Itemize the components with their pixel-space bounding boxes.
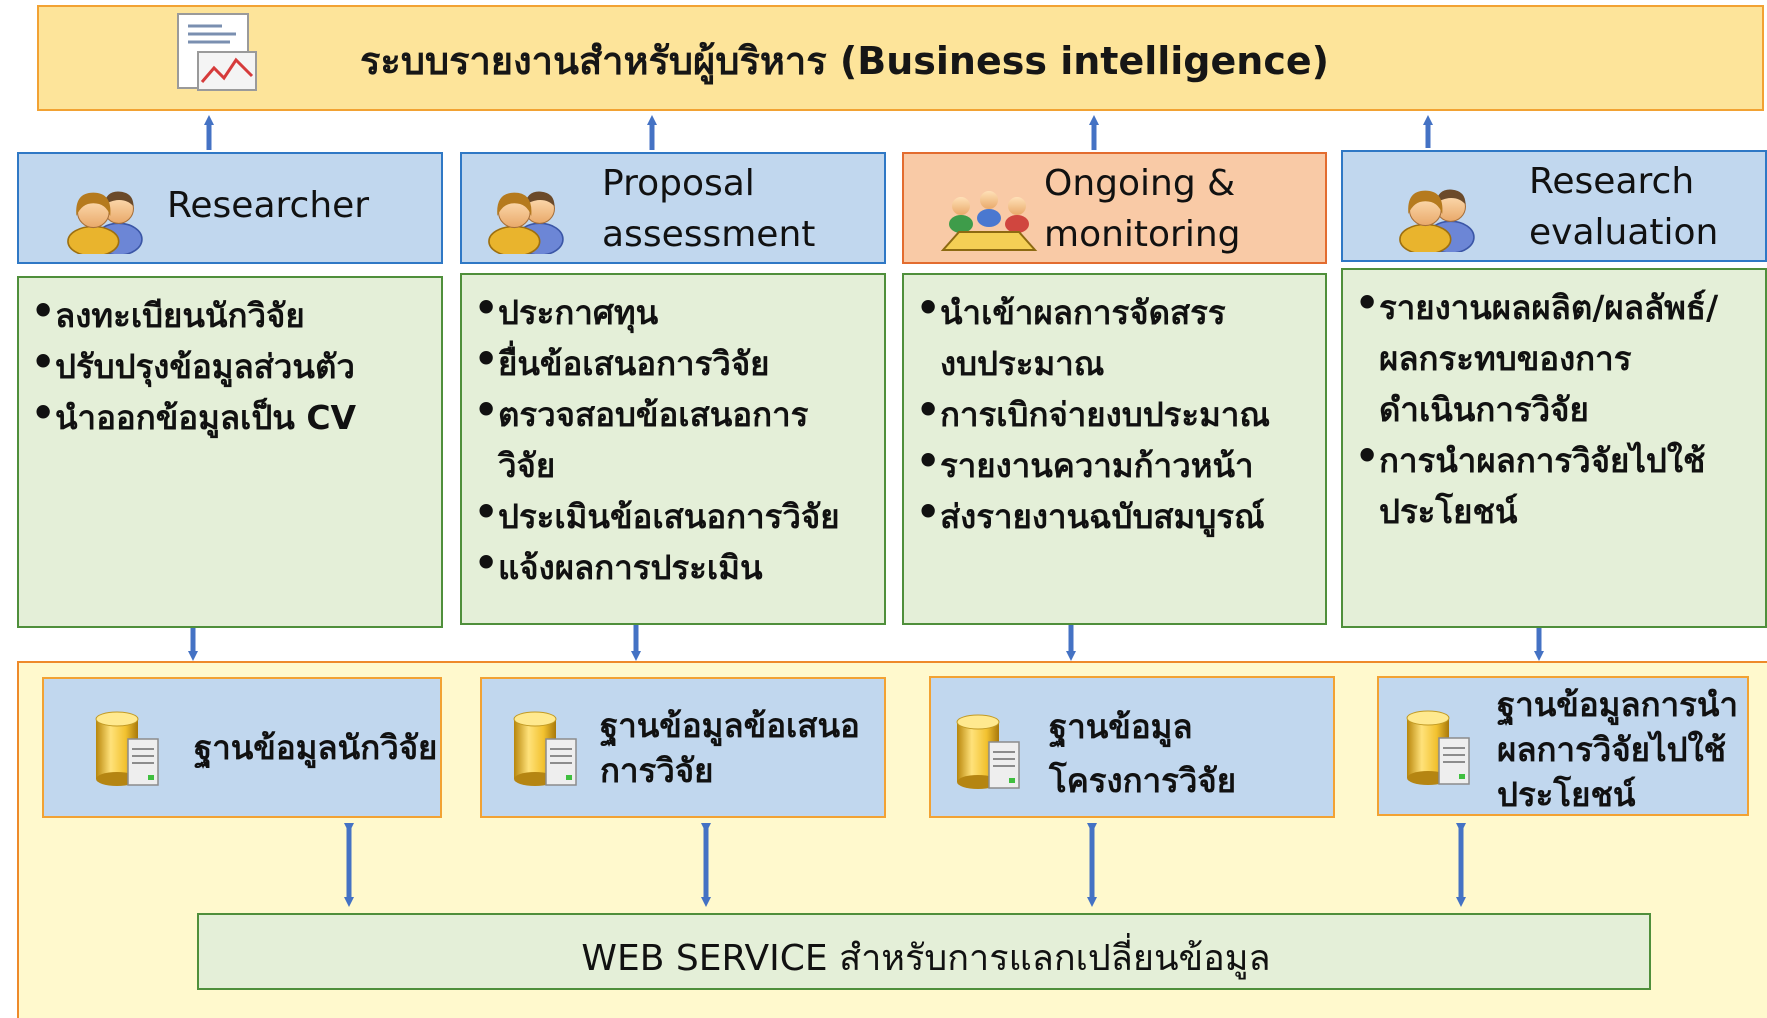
db-box-proposal: ฐานข้อมูลข้อเสนอ การวิจัย [480, 677, 886, 818]
task-item: การนำผลการวิจัยไปใช้ประโยชน์ [1355, 431, 1718, 537]
task-item: รายงานผลผลิต/ผลลัพธ์/ผลกระทบของการดำเนิน… [1355, 278, 1718, 435]
db-box-researcher: ฐานข้อมูลนักวิจัย [42, 677, 442, 818]
module-label-line: assessment [602, 214, 816, 255]
module-header-researcher: Researcher [17, 152, 443, 264]
module-label-line: monitoring [1044, 214, 1241, 255]
task-item: แจ้งผลการประเมิน [474, 538, 840, 593]
task-item: ลงทะเบียนนักวิจัย [31, 286, 356, 341]
db-label-line: ผลการวิจัยไปใช้ [1497, 730, 1727, 769]
module-label-line: Proposal [602, 163, 755, 204]
module-label-evaluation: Research evaluation [1529, 156, 1718, 258]
db-box-utilization: ฐานข้อมูลการนำ ผลการวิจัยไปใช้ ประโยชน์ [1377, 676, 1749, 816]
module-label-line: Research [1529, 161, 1695, 202]
task-item: ส่งรายงานฉบับสมบูรณ์ [916, 487, 1270, 542]
module-label-ongoing: Ongoing & monitoring [1044, 158, 1241, 260]
web-service-box: WEB SERVICE สำหรับการแลกเปลี่ยนข้อมูล [197, 913, 1651, 990]
task-box-evaluation: รายงานผลผลิต/ผลลัพธ์/ผลกระทบของการดำเนิน… [1341, 268, 1767, 628]
module-header-ongoing: Ongoing & monitoring [902, 152, 1327, 264]
task-list: นำเข้าผลการจัดสรรงบประมาณการเบิกจ่ายงบปร… [916, 283, 1270, 542]
module-label-researcher: Researcher [167, 180, 369, 231]
module-header-evaluation: Research evaluation [1341, 150, 1767, 262]
task-box-ongoing: นำเข้าผลการจัดสรรงบประมาณการเบิกจ่ายงบปร… [902, 273, 1327, 625]
task-box-researcher: ลงทะเบียนนักวิจัย ปรับปรุงข้อมูลส่วนตัว … [17, 276, 443, 628]
db-label-line: ฐานข้อมูลข้อเสนอ [600, 706, 860, 745]
db-box-project: ฐานข้อมูล โครงการวิจัย [929, 676, 1335, 818]
db-label-line: การวิจัย [600, 751, 714, 790]
bi-banner [37, 5, 1764, 111]
db-label: ฐานข้อมูลการนำ ผลการวิจัยไปใช้ ประโยชน์ [1497, 682, 1738, 817]
task-item: ปรับปรุงข้อมูลส่วนตัว [31, 337, 356, 392]
db-label: ฐานข้อมูล โครงการวิจัย [1049, 700, 1236, 808]
db-label-line: ฐานข้อมูลนักวิจัย [194, 728, 438, 767]
db-label-line: ฐานข้อมูลการนำ [1497, 685, 1738, 724]
task-item: ตรวจสอบข้อเสนอการวิจัย [474, 385, 840, 491]
module-label-line: evaluation [1529, 212, 1719, 253]
task-list: รายงานผลผลิต/ผลลัพธ์/ผลกระทบของการดำเนิน… [1355, 278, 1718, 537]
task-item: การเบิกจ่ายงบประมาณ [916, 385, 1270, 440]
module-label-proposal: Proposal assessment [602, 158, 815, 260]
db-label: ฐานข้อมูลนักวิจัย [194, 725, 437, 770]
task-list: ประกาศทุนยื่นข้อเสนอการวิจัยตรวจสอบข้อเส… [474, 283, 840, 593]
task-item: นำออกข้อมูลเป็น CV [31, 388, 356, 443]
module-label-line: Ongoing & [1044, 163, 1236, 204]
task-list: ลงทะเบียนนักวิจัย ปรับปรุงข้อมูลส่วนตัว … [31, 286, 356, 443]
task-item: ประกาศทุน [474, 283, 840, 338]
task-item: รายงานความก้าวหน้า [916, 436, 1270, 491]
task-box-proposal: ประกาศทุนยื่นข้อเสนอการวิจัยตรวจสอบข้อเส… [460, 273, 886, 625]
report-chart-icon [172, 10, 260, 94]
db-label: ฐานข้อมูลข้อเสนอ การวิจัย [600, 703, 860, 793]
db-label-line: โครงการวิจัย [1049, 761, 1237, 800]
db-label-line: ประโยชน์ [1497, 775, 1636, 814]
db-label-line: ฐานข้อมูล [1049, 707, 1193, 746]
web-service-label: WEB SERVICE สำหรับการแลกเปลี่ยนข้อมูล [581, 938, 1271, 979]
module-label-line: Researcher [167, 185, 370, 226]
task-item: ยื่นข้อเสนอการวิจัย [474, 334, 840, 389]
task-item: ประเมินข้อเสนอการวิจัย [474, 487, 840, 542]
module-header-proposal: Proposal assessment [460, 152, 886, 264]
bi-title: ระบบรายงานสำหรับผู้บริหาร (Business inte… [360, 39, 1329, 83]
